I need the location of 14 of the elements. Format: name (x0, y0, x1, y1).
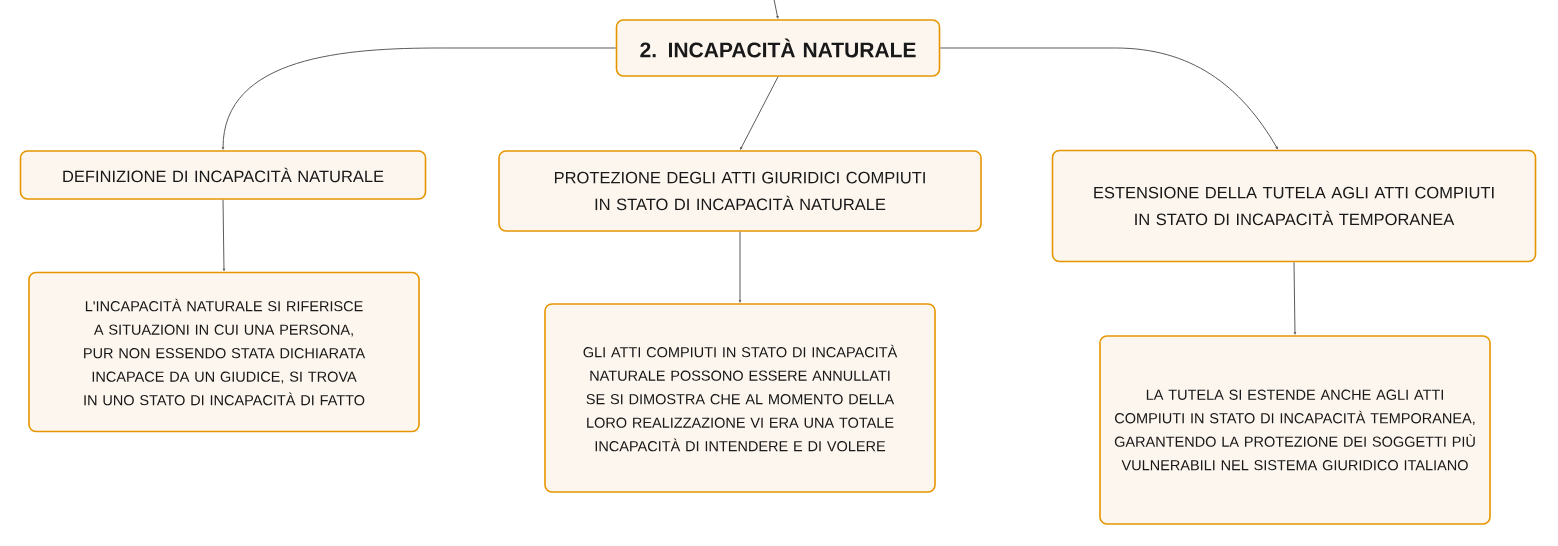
topic-box: ESTENSIONE DELLA TUTELA AGLI ATTI COMPIUTI IN STATO DI INCAPACITÀ TEMPORANEA (1051, 149, 1537, 263)
topic-box: DEFINIZIONE DI INCAPACITÀ NATURALE (19, 150, 427, 200)
topic-box: PROTEZIONE DEGLI ATTI GIURIDICI COMPIUTI IN STATO DI INCAPACITÀ NATURALE (498, 150, 982, 232)
description-box: L'INCAPACITÀ NATURALE SI RIFERISCE A SITUAZIONI IN CUI UNA PERSONA, PUR NON ESSENDO STATA DICHIARATA INCAPACE DA UN GIUDICE, SI TROVA IN UNO STATO DI INCAPACITÀ DI FATTO (28, 271, 420, 433)
arrow (221, 47, 617, 150)
arrow (939, 47, 1278, 150)
description-box: LA TUTELA SI ESTENDE ANCHE AGLI ATTI COMPIUTI IN STATO DI INCAPACITÀ TEMPORANEA, GARANTENDO LA PROTEZIONE DEI SOGGETTI PIÙ VULNERABILI NEL SISTEMA GIURIDICO ITALIANO (1099, 335, 1491, 525)
arrow (773, 0, 779, 19)
title-box: 2. INCAPACITÀ NATURALE (615, 19, 941, 77)
arrow (738, 231, 742, 303)
description-box: GLI ATTI COMPIUTI IN STATO DI INCAPACITÀ NATURALE POSSONO ESSERE ANNULLATI SE SI DIMOSTRA CHE AL MOMENTO DELLA LORO REALIZZAZIONE VI ERA UNA TOTALE INCAPACITÀ DI INTENDERE E DI VOLERE (544, 303, 936, 493)
arrow (740, 76, 779, 150)
arrow (222, 199, 226, 272)
arrow (1293, 261, 1297, 335)
